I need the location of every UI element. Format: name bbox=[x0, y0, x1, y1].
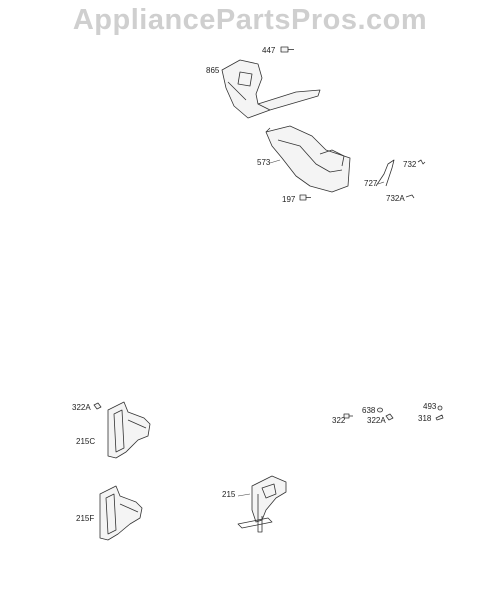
callout-493: 493 bbox=[423, 402, 437, 411]
part-493-washer[interactable] bbox=[437, 405, 443, 411]
callout-638: 638 bbox=[362, 406, 376, 415]
callout-573: 573 bbox=[257, 158, 271, 167]
part-732-spring[interactable] bbox=[417, 159, 426, 165]
part-215-bracket[interactable] bbox=[237, 475, 287, 533]
part-322A-right-clip[interactable] bbox=[385, 413, 394, 421]
callout-197: 197 bbox=[282, 195, 296, 204]
callout-732A: 732A bbox=[386, 194, 405, 203]
part-732A-clip[interactable] bbox=[405, 194, 415, 199]
part-447-screw[interactable] bbox=[280, 46, 294, 53]
callout-727: 727 bbox=[364, 179, 378, 188]
part-727-link[interactable] bbox=[375, 159, 395, 187]
callout-215C: 215C bbox=[76, 437, 95, 446]
part-197-screw[interactable] bbox=[299, 194, 311, 201]
part-318-screw[interactable] bbox=[435, 414, 444, 421]
callout-732: 732 bbox=[403, 160, 417, 169]
part-322-screw[interactable] bbox=[343, 413, 353, 419]
part-638-washer[interactable] bbox=[377, 407, 383, 413]
callout-215: 215 bbox=[222, 490, 236, 499]
callout-215F: 215F bbox=[76, 514, 94, 523]
part-573-blower-housing[interactable] bbox=[265, 125, 351, 193]
watermark: AppliancePartsPros.com bbox=[72, 4, 428, 36]
callout-322A-left: 322A bbox=[72, 403, 91, 412]
part-865-shroud[interactable] bbox=[221, 59, 321, 119]
callout-318: 318 bbox=[418, 414, 432, 423]
part-215F-baffle[interactable] bbox=[99, 485, 143, 541]
part-215C-baffle[interactable] bbox=[107, 401, 151, 459]
callout-865: 865 bbox=[206, 66, 220, 75]
callout-322A-right: 322A bbox=[367, 416, 386, 425]
part-322A-left-clip[interactable] bbox=[93, 402, 102, 410]
callout-322: 322 bbox=[332, 416, 346, 425]
callout-447: 447 bbox=[262, 46, 276, 55]
